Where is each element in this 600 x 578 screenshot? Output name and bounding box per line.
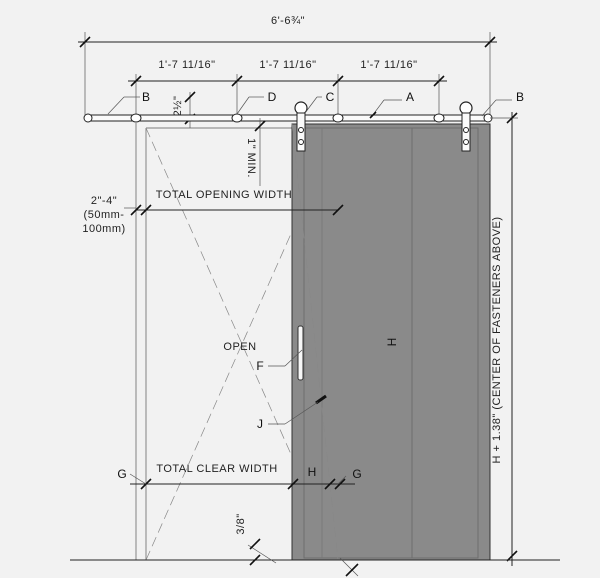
wall-bracket-3	[332, 113, 344, 123]
rail-segment-1-text: 1'-7 11/16"	[158, 59, 215, 71]
open-label: OPEN	[223, 341, 256, 353]
callout-g-left: G	[117, 467, 126, 481]
overall-width-dimension: 6'-6¾"	[78, 15, 497, 118]
rail-segment-3-text: 1'-7 11/16"	[360, 59, 417, 71]
overlap-metric-text-1: (50mm-	[84, 209, 125, 221]
overlap-metric-text-2: 100mm)	[82, 223, 125, 235]
height-note-text: H + 1.38" (CENTER OF FASTENERS ABOVE)	[491, 216, 503, 463]
overlap-dimension: 2"-4" (50mm- 100mm) TOTAL OPENING WIDTH	[82, 189, 344, 235]
wall-bracket-2	[231, 113, 243, 123]
door-height-label: H	[385, 338, 399, 347]
callout-d: D	[268, 90, 277, 104]
min-clearance-dimension: 1" MIN.	[245, 118, 266, 186]
overall-width-text: 6'-6¾"	[271, 15, 305, 27]
rail-segment-dimensions: 1'-7 11/16" 1'-7 11/16" 1'-7 11/16"	[128, 59, 447, 118]
rail-offset-text: 2½"	[172, 96, 184, 117]
height-dimension: H + 1.38" (CENTER OF FASTENERS ABOVE)	[490, 112, 518, 566]
total-opening-width-text: TOTAL OPENING WIDTH	[156, 189, 292, 201]
callout-j: J	[257, 417, 263, 431]
callout-c: C	[326, 90, 335, 104]
total-clear-width-text: TOTAL CLEAR WIDTH	[156, 463, 277, 475]
barn-door-panel: H	[291, 123, 491, 561]
callout-leaders	[107, 96, 512, 485]
overlap-text: 2"-4"	[91, 195, 117, 207]
rail-segment-2-text: 1'-7 11/16"	[259, 59, 316, 71]
barn-door-rail	[83, 113, 493, 123]
callout-h-dimension: H	[308, 465, 317, 479]
wall-bracket-1	[130, 113, 142, 123]
rail-end-stop-left	[83, 113, 93, 123]
wall-bracket-4	[433, 113, 445, 123]
door-hanger-right	[459, 101, 473, 152]
callout-b-right: B	[516, 90, 524, 104]
callout-g-right: G	[352, 467, 361, 481]
floor-gap-dimension: 3/8"	[70, 513, 560, 577]
total-clear-width-dimension: TOTAL CLEAR WIDTH	[130, 463, 355, 490]
door-pull-handle	[297, 325, 304, 381]
floor-gap-text: 3/8"	[235, 513, 247, 534]
callout-f: F	[256, 359, 263, 373]
rail-offset-dimension: 2½"	[172, 91, 196, 128]
callout-a: A	[406, 90, 414, 104]
door-hanger-left	[294, 101, 308, 152]
min-clearance-text: 1" MIN.	[245, 138, 257, 178]
callout-b-left: B	[142, 90, 150, 104]
